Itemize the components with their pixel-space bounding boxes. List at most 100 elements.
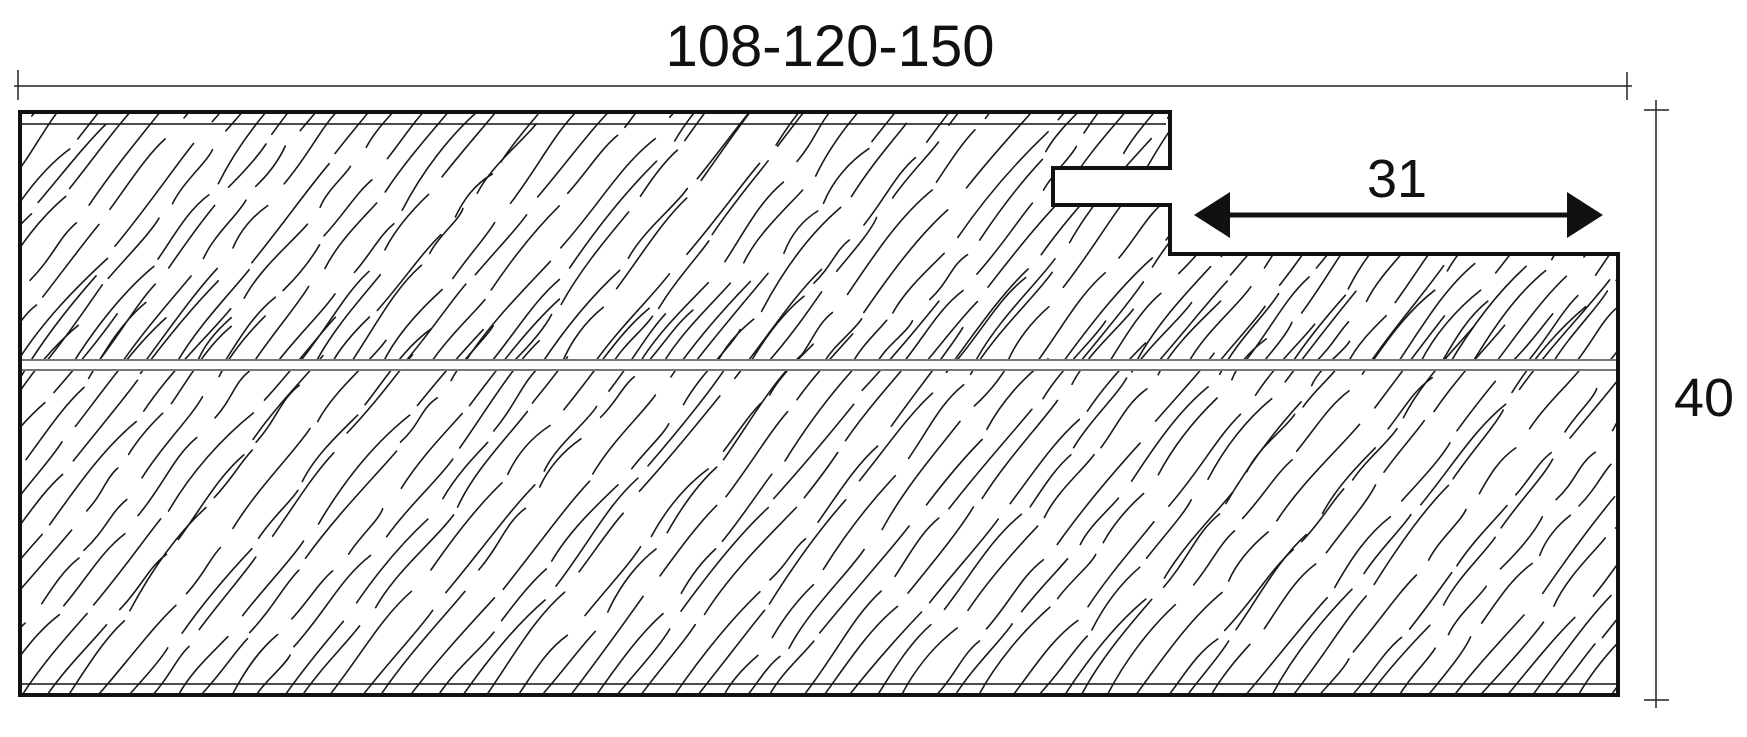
- grain-stroke: [1493, 275, 1568, 365]
- grain-stroke: [1321, 447, 1377, 515]
- grain-stroke: [1300, 488, 1345, 543]
- grain-stroke: [202, 199, 247, 260]
- grain-stroke: [317, 414, 411, 525]
- grain-stroke: [20, 148, 71, 232]
- grain-stroke: [1183, 640, 1230, 695]
- grain-stroke: [1295, 390, 1350, 452]
- grain-stroke: [700, 112, 782, 182]
- grain-stroke: [1478, 447, 1517, 495]
- grain-stroke: [881, 420, 961, 531]
- grain-stroke: [353, 222, 395, 274]
- grain-stroke: [1057, 112, 1129, 121]
- grain-stroke: [637, 623, 696, 695]
- grain-stroke: [196, 637, 249, 695]
- grain-stroke: [1278, 215, 1336, 286]
- grain-stroke: [255, 384, 301, 444]
- grain-stroke: [406, 597, 496, 695]
- grain-stroke: [217, 112, 297, 185]
- grain-stroke: [771, 583, 815, 639]
- grain-stroke: [20, 257, 109, 365]
- grain-stroke: [20, 473, 64, 562]
- grain-stroke: [1607, 638, 1618, 695]
- grain-stroke: [725, 410, 789, 498]
- grain-stroke: [1528, 363, 1586, 430]
- grain-stroke: [1383, 419, 1426, 473]
- grain-stroke: [1163, 491, 1234, 579]
- grain-stroke: [981, 399, 1059, 500]
- grain-stroke: [401, 112, 479, 212]
- grain-stroke: [1269, 588, 1353, 695]
- grain-stroke: [1083, 112, 1145, 134]
- grain-stroke: [20, 304, 38, 365]
- grain-stroke: [181, 547, 253, 634]
- grain-stroke: [502, 480, 591, 591]
- grain-stroke: [835, 216, 878, 272]
- grain-stroke: [365, 112, 411, 149]
- grain-stroke: [659, 504, 718, 577]
- grain-stroke: [430, 482, 503, 571]
- grain-stroke: [20, 112, 75, 184]
- width-dimension: 108-120-150: [14, 14, 1632, 100]
- grain-stroke: [546, 49, 598, 110]
- grain-stroke: [630, 423, 670, 470]
- grain-stroke: [271, 452, 335, 537]
- grain-stroke: [293, 554, 372, 648]
- grain-stroke: [657, 240, 710, 310]
- grain-stroke: [1009, 619, 1079, 695]
- grain-stroke: [251, 162, 330, 264]
- grain-stroke: [1351, 427, 1398, 481]
- grain-stroke: [907, 506, 975, 594]
- grain-stroke: [925, 438, 983, 506]
- grain-stroke: [1227, 531, 1269, 582]
- grain-stroke: [20, 529, 73, 607]
- grain-stroke: [1043, 453, 1095, 519]
- grain-stroke: [109, 138, 166, 211]
- grain-stroke: [1102, 492, 1145, 544]
- grain-stroke: [638, 281, 710, 365]
- grain-stroke: [1091, 566, 1141, 631]
- grain-stroke: [490, 205, 560, 291]
- grain-stroke: [923, 300, 979, 365]
- grain-stroke: [301, 414, 359, 483]
- grain-stroke: [225, 112, 280, 132]
- grain-stroke: [1296, 151, 1333, 197]
- grain-stroke: [1068, 137, 1153, 244]
- grain-stroke: [92, 518, 162, 606]
- grain-stroke: [20, 441, 63, 535]
- grain-stroke: [1220, 149, 1311, 258]
- grain-stroke: [1238, 112, 1279, 152]
- grain-stroke: [1402, 326, 1474, 419]
- grain-stroke: [1400, 442, 1451, 502]
- grain-stroke: [592, 273, 671, 365]
- grain-stroke: [142, 267, 219, 365]
- grain-stroke: [1653, 613, 1725, 700]
- grain-stroke: [374, 514, 455, 609]
- grain-stroke: [925, 112, 992, 143]
- grain-stroke: [1225, 401, 1302, 505]
- grain-stroke: [1450, 614, 1525, 695]
- grain-stroke: [1132, 591, 1223, 695]
- grain-stroke: [1539, 514, 1572, 557]
- grain-stroke: [1594, 178, 1618, 276]
- grain-stroke: [1420, 403, 1507, 506]
- grain-stroke: [775, 112, 807, 146]
- grain-stroke: [213, 449, 254, 499]
- grain-stroke: [141, 395, 204, 479]
- grain-stroke: [1743, 135, 1747, 186]
- grain-stroke: [137, 436, 198, 517]
- grain-stroke: [1511, 305, 1587, 394]
- grain-stroke: [892, 252, 945, 314]
- grain-stroke: [1162, 513, 1221, 588]
- grain-stroke: [175, 635, 229, 695]
- grain-stroke: [1311, 112, 1347, 144]
- grain-stroke: [1693, 196, 1747, 283]
- grain-stroke: [76, 112, 149, 140]
- grain-stroke: [377, 590, 466, 695]
- grain-stroke: [107, 217, 160, 280]
- grain-stroke: [818, 525, 910, 634]
- grain-stroke: [1373, 484, 1450, 586]
- grain-stroke: [1650, 292, 1711, 364]
- grain-stroke: [1396, 647, 1436, 695]
- grain-stroke: [1034, 271, 1107, 365]
- arrow-left-icon: [1194, 192, 1230, 238]
